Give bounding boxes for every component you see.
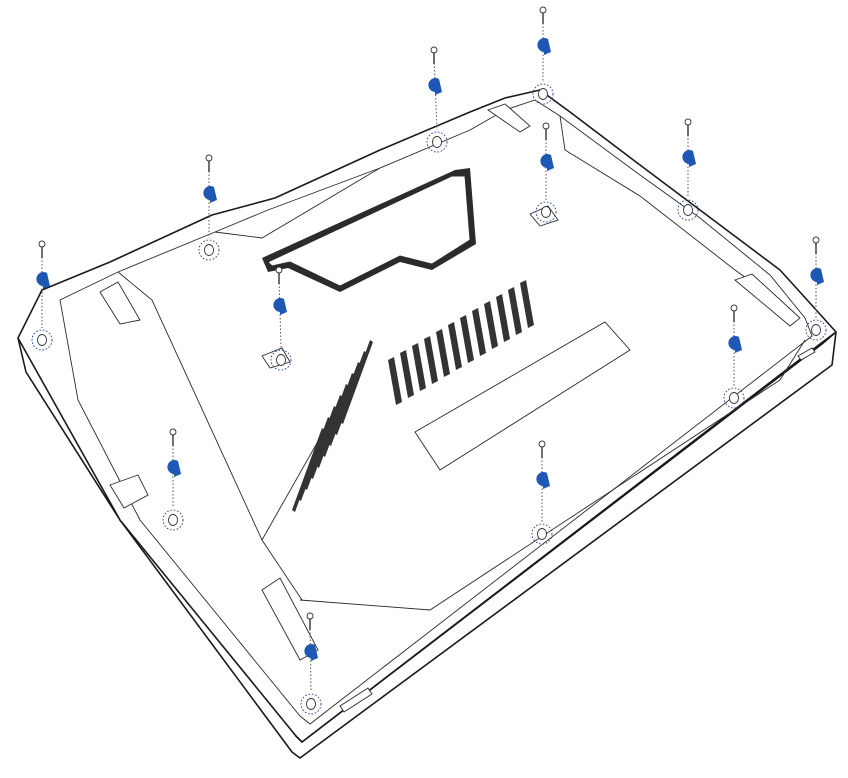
screw-hole-marker — [723, 387, 745, 409]
screw-hole — [306, 698, 316, 710]
screw-icon — [205, 154, 213, 172]
vent-slat — [424, 336, 438, 384]
screw-icon — [730, 304, 738, 322]
screw-hole — [811, 324, 821, 336]
screw-icon — [306, 612, 314, 630]
screw-hole-marker — [162, 509, 184, 531]
latch-bottom — [339, 687, 373, 713]
screw-hole — [37, 334, 47, 346]
vent-slat — [388, 357, 402, 405]
counterclockwise-rotate-icon — [36, 272, 50, 289]
screw-icon — [538, 440, 546, 458]
vent-slat — [448, 322, 462, 370]
counterclockwise-rotate-icon — [682, 150, 696, 167]
screw-hole — [537, 528, 547, 540]
counterclockwise-rotate-icon — [203, 186, 217, 203]
screw-hole — [541, 206, 551, 218]
counterclockwise-rotate-icon — [536, 472, 550, 489]
screw-icon — [275, 266, 283, 284]
cover-inner-outline — [59, 99, 813, 725]
screw-hole — [683, 204, 693, 216]
panel-divider-left — [117, 271, 303, 601]
counterclockwise-rotate-icon — [728, 335, 742, 353]
screw-hole-marker — [198, 239, 220, 261]
screw-icon — [539, 6, 547, 24]
vent-slat — [436, 329, 450, 377]
screw-hole-marker — [270, 349, 292, 371]
vent-grille-left — [292, 340, 373, 512]
screw-hole-marker — [677, 199, 699, 221]
screw-icon — [542, 122, 550, 140]
screw-group — [31, 6, 827, 715]
screw-hole — [168, 514, 178, 526]
screw-icon — [38, 240, 46, 258]
screw-icon — [812, 236, 820, 254]
screw-icon — [430, 46, 438, 64]
vent-grille-right — [388, 280, 534, 405]
counterclockwise-rotate-icon — [810, 268, 824, 285]
foot-pad-right — [734, 273, 801, 327]
counterclockwise-rotate-icon — [304, 643, 318, 661]
screw-hole — [729, 392, 739, 404]
counterclockwise-rotate-icon — [167, 460, 181, 477]
foot-pad-left — [99, 281, 141, 325]
label-plate — [414, 321, 631, 471]
foot-pad-bottom-left — [261, 577, 319, 661]
screw-hole-marker — [532, 83, 554, 105]
screw-hole-marker — [531, 523, 553, 545]
vent-slat — [484, 301, 498, 349]
screw-hole — [276, 354, 286, 366]
screw-icon — [169, 428, 177, 446]
vent-slat — [340, 340, 373, 424]
counterclockwise-rotate-icon — [428, 78, 442, 95]
vent-slat — [496, 294, 510, 342]
vent-slat — [412, 343, 426, 391]
vent-slat — [472, 308, 486, 356]
screw-hole-marker — [426, 131, 448, 153]
vent-slat — [520, 280, 534, 328]
counterclockwise-rotate-icon — [537, 38, 551, 55]
foot-pad-top — [487, 103, 531, 133]
latch-left — [109, 474, 149, 509]
screw-hole — [538, 88, 548, 100]
access-panel-inner — [267, 175, 471, 287]
screw-hole-marker — [805, 319, 827, 341]
panel-divider-bottom-edge — [299, 339, 806, 611]
panel-divider-top — [214, 167, 381, 239]
vent-slat — [508, 287, 522, 335]
screw-hole-marker — [31, 329, 53, 351]
screw-hole — [432, 136, 442, 148]
screw-hole-marker — [535, 201, 557, 223]
counterclockwise-rotate-icon — [273, 298, 287, 315]
screw-icon — [684, 118, 692, 136]
bottom-cover — [17, 89, 837, 743]
latch-right — [797, 347, 816, 361]
screw-hole-marker — [300, 693, 322, 715]
screw-hole — [204, 244, 214, 256]
vent-slat — [400, 350, 414, 398]
vent-slat — [460, 315, 474, 363]
counterclockwise-rotate-icon — [540, 154, 554, 171]
